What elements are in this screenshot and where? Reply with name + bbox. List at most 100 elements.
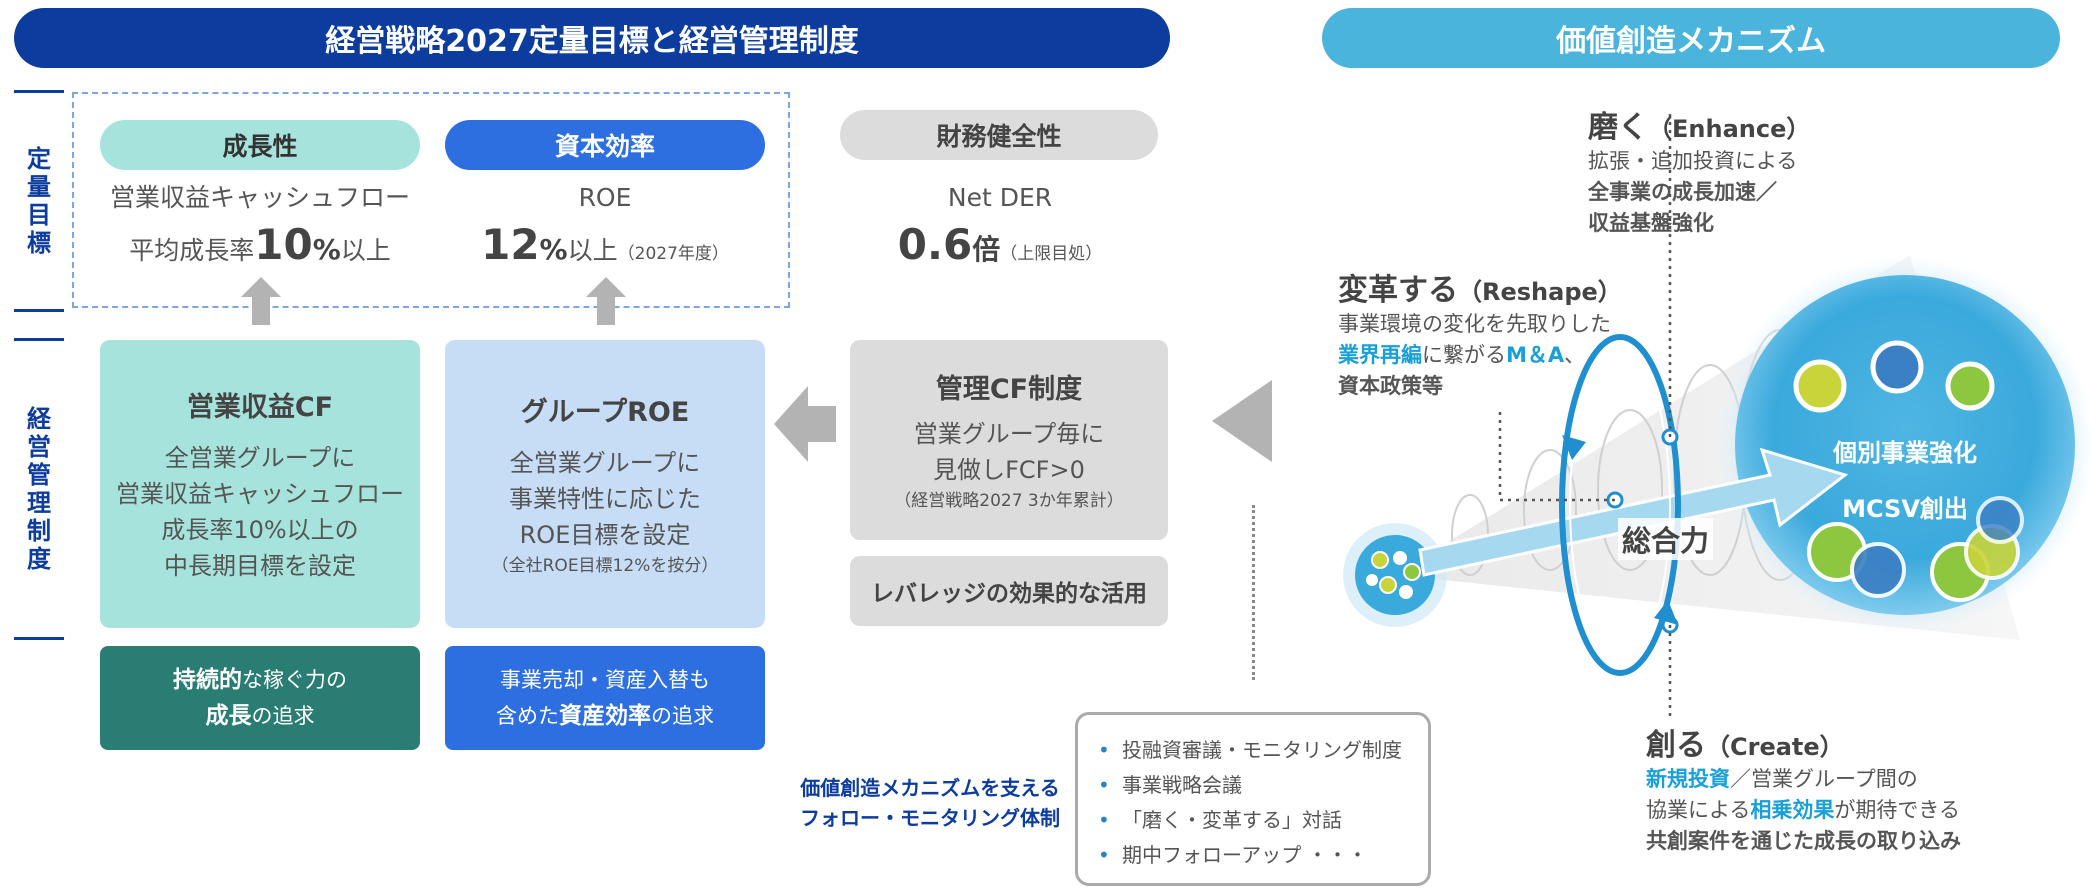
up-arrow-efficiency (586, 277, 626, 325)
growth-rate-suffix: 以上 (340, 236, 391, 265)
left-banner: 経営戦略2027定量目標と経営管理制度 (14, 8, 1170, 68)
growth-rate-label: 平均成長率 (129, 236, 255, 265)
reshape-line1: 事業環境の変化を先取りした (1338, 312, 1611, 336)
synergy-text: 総合力 (1622, 524, 1710, 558)
enhance-line1: 拡張・追加投資による (1588, 149, 1798, 173)
create-blue1: 新規投資 (1646, 767, 1730, 791)
cf-system-line1: 全営業グループに (164, 443, 356, 472)
right-banner-title: 価値創造メカニズム (1556, 24, 1826, 59)
cf-system-card: 営業収益CF 全営業グループに 営業収益キャッシュフロー 成長率10%以上の 中… (100, 340, 420, 628)
reshape-title: 変革する（Reshape） (1338, 265, 1718, 309)
roe-suffix: 以上 (567, 236, 618, 265)
roe-note: （2027年度） (617, 244, 729, 264)
efficiency-pursuit-text2a: 含めた (496, 704, 559, 728)
roe-value: 12 (481, 220, 540, 269)
growth-pursuit-bold1: 持続的 (173, 667, 242, 693)
roe-system-title: グループROE (520, 396, 690, 428)
net-der-value: 0.6 (897, 220, 973, 269)
financial-target: Net DER 0.6倍（上限目処） (830, 180, 1170, 269)
mgmt-char-2: 営 (27, 433, 51, 461)
sphere-text: 個別事業強化 MCSV創出 (1800, 425, 2010, 537)
quant-char-1: 定 (27, 145, 51, 173)
synergy-label: 総合力 (1618, 518, 1714, 560)
roe-system-card: グループROE 全営業グループに 事業特性に応じた ROE目標を設定 （全社RO… (445, 340, 765, 628)
create-text1: ／営業グループ間の (1730, 767, 1918, 791)
enhance-blue1: 全事業の成長加速／ (1588, 180, 1777, 204)
efficiency-pursuit-line2: 含めた資産効率の追求 (445, 698, 765, 734)
efficiency-pursuit-bold: 資産効率 (559, 703, 651, 729)
growth-pill: 成長性 (100, 120, 420, 170)
follow-label: 価値創造メカニズムを支える フォロー・モニタリング体制 (770, 773, 1090, 833)
sphere-line1: 個別事業強化 (1833, 439, 1977, 467)
enhance-title-text: 磨く (1588, 110, 1648, 145)
growth-pursuit-text1: な稼ぐ力の (242, 668, 347, 692)
roe-system-note: （全社ROE目標12%を按分） (491, 555, 719, 576)
roe-target-line: 12%以上（2027年度） (435, 220, 775, 269)
mechanism-arrow (1212, 380, 1272, 462)
create-line2: 協業による相乗効果が期待できる (1646, 795, 2086, 826)
growth-target: 営業収益キャッシュフロー 平均成長率10%以上 (90, 180, 430, 269)
reshape-title-en: （Reshape） (1458, 278, 1622, 306)
quant-targets-label: 定 量 目 標 (14, 90, 64, 312)
growth-pursuit-bold2: 成長 (205, 703, 252, 729)
quant-char-4: 標 (27, 229, 51, 257)
net-der-unit: 倍 (972, 233, 1001, 266)
efficiency-pill: 資本効率 (445, 120, 765, 170)
financial-pill-label: 財務健全性 (936, 122, 1062, 151)
cf-system-line2: 営業収益キャッシュフロー (116, 479, 404, 508)
growth-pursuit-text2: の追求 (251, 704, 315, 728)
net-der-label: Net DER (947, 183, 1053, 212)
mgmt-char-5: 制 (27, 517, 51, 545)
growth-target-line1: 営業収益キャッシュフロー (109, 183, 410, 212)
roe-pct: % (539, 233, 568, 266)
follow-item: 事業戦略会議 (1098, 768, 1428, 803)
growth-arrow (1418, 447, 1849, 577)
create-title-en: （Create） (1706, 733, 1844, 761)
efficiency-pursuit-text2b: の追求 (651, 704, 714, 728)
growth-pill-label: 成長性 (222, 132, 298, 161)
growth-pursuit-box: 持続的な稼ぐ力の 成長の追求 (100, 646, 420, 750)
reshape-blue2: 資本政策等 (1338, 374, 1443, 398)
mechanism-graphic (1343, 110, 2090, 720)
create-blue2: 相乗効果 (1750, 798, 1835, 822)
reshape-blue-b: M＆A (1506, 343, 1565, 367)
create-blue3: 共創案件を通じた成長の取り込み (1646, 829, 1961, 853)
enhance-blue2: 収益基盤強化 (1588, 211, 1714, 235)
roe-system-line3: ROE目標を設定 (519, 520, 691, 549)
mgmt-cf-title: 管理CF制度 (935, 373, 1083, 405)
quant-targets-frame (72, 92, 790, 308)
synergy-ring (1559, 334, 1681, 676)
follow-label-line2: フォロー・モニタリング体制 (800, 806, 1060, 830)
growth-rate-pct: % (312, 233, 341, 266)
net-der-target-line: 0.6倍（上限目処） (830, 220, 1170, 269)
create-title: 創る（Create） (1646, 720, 2086, 764)
efficiency-pursuit-box: 事業売却・資産入替も 含めた資産効率の追求 (445, 646, 765, 750)
create-text2b: が期待できる (1834, 798, 1960, 822)
quant-char-3: 目 (27, 201, 51, 229)
enhance-title: 磨く（Enhance） (1588, 102, 1968, 146)
reshape-title-text: 変革する (1338, 273, 1458, 308)
mgmt-cf-line1: 営業グループ毎に (913, 419, 1105, 448)
cf-system-line4: 中長期目標を設定 (164, 551, 356, 580)
enhance-title-en: （Enhance） (1648, 115, 1811, 143)
leverage-card: レバレッジの効果的な活用 (850, 556, 1168, 626)
growth-rate-value: 10 (254, 220, 313, 269)
left-banner-title: 経営戦略2027定量目標と経営管理制度 (325, 24, 859, 59)
create-title-text: 創る (1646, 728, 1706, 763)
mgmt-cf-note: （経営戦略2027 3か年累計） (894, 490, 1124, 511)
cf-system-line3: 成長率10%以上の (161, 515, 359, 544)
efficiency-pill-label: 資本効率 (554, 132, 655, 161)
leverage-label: レバレッジの効果的な活用 (871, 581, 1147, 607)
roe-system-line1: 全営業グループに (509, 448, 701, 477)
roe-label: ROE (578, 183, 632, 212)
sphere-line2: MCSV創出 (1842, 495, 1968, 523)
enhance-block: 磨く（Enhance） 拡張・追加投資による 全事業の成長加速／ 収益基盤強化 (1588, 102, 1968, 239)
follow-item: 投融資審議・モニタリング制度 (1098, 733, 1428, 768)
follow-item: 「磨く・変革する」対話 (1098, 803, 1428, 838)
financial-pill: 財務健全性 (840, 110, 1158, 160)
efficiency-pursuit-line1: 事業売却・資産入替も (500, 668, 710, 692)
reshape-block: 変革する（Reshape） 事業環境の変化を先取りした 業界再編に繋がるM＆A、… (1338, 265, 1718, 402)
follow-connector-line (1252, 505, 1255, 680)
mgmt-char-6: 度 (27, 545, 51, 573)
cf-system-title: 営業収益CF (186, 391, 334, 423)
